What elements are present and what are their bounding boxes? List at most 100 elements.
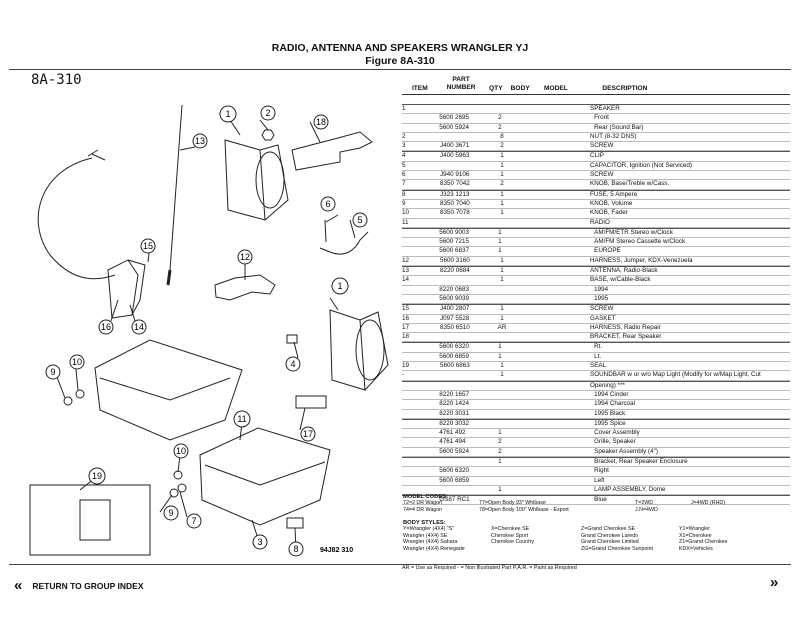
code-entry: ZG=Grand Cherokee Sunpoint [581,545,653,552]
col-body: BODY [510,85,530,92]
callout: 9 [163,505,179,521]
cell-item: 10 [402,209,410,217]
cell-description: 1995 Spice [594,419,626,427]
antenna-cable [37,157,116,280]
cell-part-number [440,333,490,341]
svg-text:8: 8 [293,544,298,554]
cell-body [514,180,542,188]
cell-qty [488,467,512,475]
cell-part-number [439,458,488,466]
cell-body [512,124,539,132]
cell-description: KNOB, Base/Treble w/Cass. [590,180,670,188]
diagram-code: 94J82 310 [320,547,353,554]
cell-body [514,276,542,284]
page-header: RADIO, ANTENNA AND SPEAKERS WRANGLER YJ … [0,42,800,68]
cell-item [402,400,439,408]
return-label: RETURN TO GROUP INDEX [32,580,144,591]
cell-model [542,333,590,341]
code-entry: 74=4 DR Wagon [403,506,443,513]
callout: 17 [300,426,316,442]
cell-item [402,477,439,485]
callout: 16 [98,319,114,335]
cell-qty: 1 [500,276,504,284]
code-entry: Y=Wrangler (4X4) "S" [403,526,455,533]
cell-part-number: J400 2807 [440,305,470,313]
cell-part-number [440,133,490,141]
cell-qty [490,333,514,341]
cell-body [514,142,542,150]
svg-text:12: 12 [240,252,250,262]
cell-part-number: J400 5963 [440,152,470,160]
cell-qty [488,286,512,294]
cell-model [539,124,586,132]
cell-body [514,382,542,390]
cell-body [512,238,539,246]
cell-body [514,133,542,141]
return-to-group-index-link[interactable]: « RETURN TO GROUP INDEX [14,577,144,594]
cell-qty: 1 [500,362,504,370]
cell-part-number [440,219,490,227]
cell-item [402,247,439,255]
cell-description: 1994 Charcoal [594,400,636,408]
cell-part-number: 8350 6510 [440,323,470,331]
cell-item: 14 [402,276,410,284]
jumper-harness [214,274,276,301]
cell-qty [490,105,514,113]
table-row: Opening) *** [402,380,790,391]
cell-item: 8 [402,190,406,198]
cell-model [542,142,590,150]
cell-item: 4 [402,152,406,160]
col-description: DESCRIPTION [602,85,648,92]
cell-body [514,200,542,208]
cell-model [542,324,590,332]
cell-model [542,162,590,170]
callout: 1 [219,105,237,123]
body-styles-label: BODY STYLES: [403,520,446,526]
cell-model [539,458,586,466]
callout: 6 [320,196,336,212]
cell-model [542,191,590,199]
code-entry: Grand Cherokee Laredo [581,532,639,539]
cell-model [542,209,590,217]
cell-qty [488,295,512,303]
cell-description: BASE, w/Cable-Black [590,276,651,284]
cell-qty: 1 [498,429,502,437]
double-left-arrow-icon: « [14,577,23,594]
cell-item [402,229,439,237]
svg-text:5: 5 [357,215,362,225]
cell-part-number [440,162,490,170]
code-entry: 78=Open Body 100" Whlbase - Export [479,506,569,513]
cell-part-number: 5600 2695 [439,114,469,122]
cell-description: EUROPE [594,247,621,255]
cell-qty: 1 [500,199,504,207]
cell-part-number: J400 3671 [440,142,470,150]
cell-part-number: 8220 0683 [439,285,469,293]
cell-part-number: 5600 7215 [439,238,469,246]
svg-text:9: 9 [168,508,173,518]
cell-part-number: J940 9106 [440,171,470,179]
cell-description: ANTENNA, Radio-Black [590,267,658,275]
cell-item: 18 [402,333,410,341]
code-entry: KDX=Vehicles [679,545,713,552]
cell-qty [488,400,512,408]
cell-qty [488,410,512,418]
callout: 9 [45,364,61,380]
cell-qty: 2 [498,123,502,131]
cell-body [512,391,539,399]
callout: 4 [285,356,301,372]
next-page-button[interactable]: » [770,574,778,591]
cell-item [402,114,439,122]
cell-qty [490,219,514,227]
cell-item [402,353,439,361]
cell-description: SCREW [590,142,614,150]
callout: 8 [288,541,304,557]
